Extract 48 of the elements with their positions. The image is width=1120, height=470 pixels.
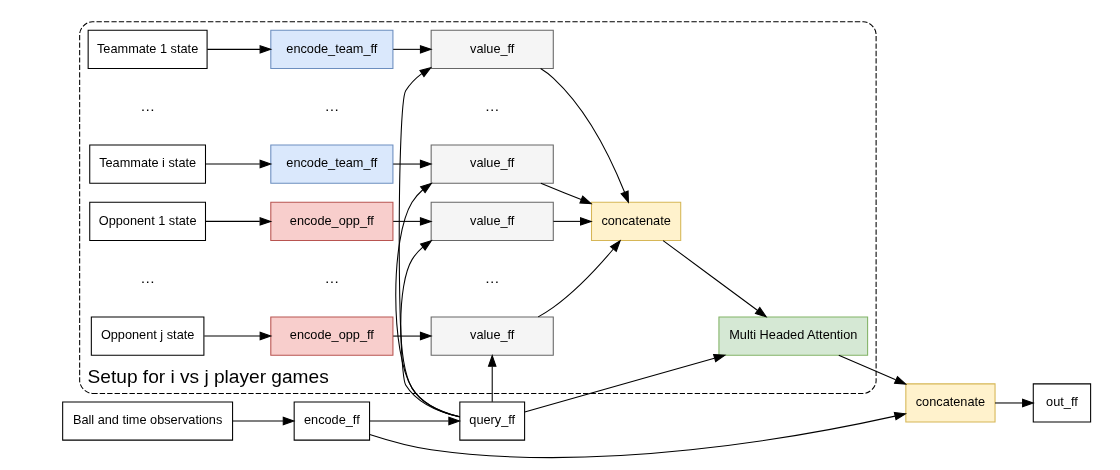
node-box: query_ff — [458, 400, 525, 441]
node-box: encode_ff — [293, 400, 370, 441]
arrow — [837, 354, 907, 385]
arrow — [368, 411, 907, 458]
node-box: Opponent 1 state — [88, 201, 206, 241]
node-box: Opponent j state — [90, 315, 204, 356]
node-box: encode_opp_ff — [269, 201, 393, 241]
arrow — [231, 416, 295, 425]
label: … — [323, 97, 339, 114]
arrow — [398, 66, 460, 417]
node-box: encode_opp_ff — [269, 315, 393, 356]
node-box: value_ff — [430, 143, 554, 184]
arrow — [204, 216, 272, 226]
arrow — [537, 239, 621, 317]
arrow — [523, 353, 726, 413]
node-box: concatenate — [904, 382, 996, 423]
label: … — [323, 269, 339, 286]
arrow — [539, 67, 629, 204]
arrow — [206, 44, 272, 54]
node-box: encode_team_ff — [269, 29, 393, 69]
label: … — [139, 97, 155, 114]
arrow — [204, 159, 272, 168]
node-box: Teammate i state — [88, 143, 206, 184]
node-box: encode_team_ff — [269, 143, 393, 184]
label: … — [484, 269, 500, 286]
arrow — [487, 353, 497, 402]
arrow — [392, 44, 433, 54]
label: … — [139, 269, 155, 286]
node-box: Multi Headed Attention — [717, 315, 868, 356]
arrow — [368, 416, 461, 425]
node-box: out_ff — [1032, 382, 1091, 423]
node-box: Ball and time observations — [61, 400, 233, 441]
arrow — [203, 331, 272, 341]
node-box: value_ff — [430, 315, 554, 356]
label: … — [484, 97, 500, 114]
node-box: value_ff — [430, 29, 554, 69]
arrow — [539, 182, 593, 204]
arrow — [662, 239, 767, 318]
arrow — [392, 331, 433, 341]
node-box: concatenate — [590, 201, 681, 241]
arrow — [392, 216, 433, 226]
arrow — [399, 239, 460, 417]
arrow — [994, 398, 1035, 407]
node-box: Teammate 1 state — [87, 29, 208, 69]
arrow — [392, 159, 433, 168]
node-box: value_ff — [430, 201, 554, 241]
arrow — [394, 181, 460, 417]
arrow — [552, 216, 593, 226]
